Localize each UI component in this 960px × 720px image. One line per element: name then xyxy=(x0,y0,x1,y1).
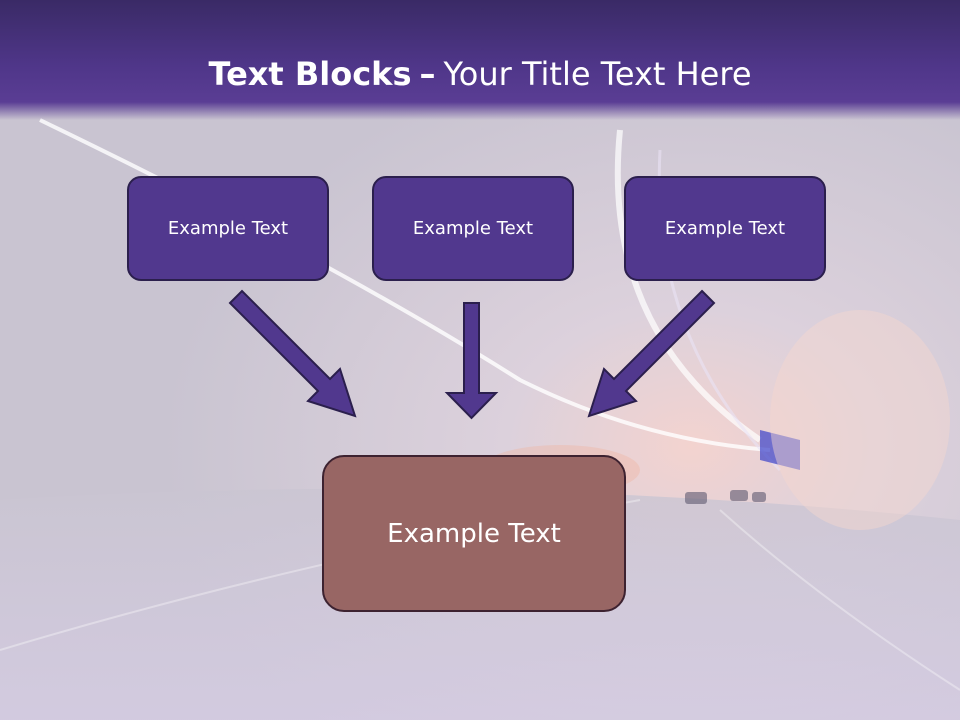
arrow-left-down-right xyxy=(228,289,357,418)
top-block-3: Example Text xyxy=(624,176,826,281)
arrow-center-down xyxy=(444,302,499,420)
title-separator: – xyxy=(419,55,436,93)
bottom-block: Example Text xyxy=(322,455,626,612)
slide-title: Text Blocks–Your Title Text Here xyxy=(0,52,960,96)
title-bold-part: Text Blocks xyxy=(208,55,412,93)
title-bar xyxy=(0,0,960,120)
title-rest-part: Your Title Text Here xyxy=(443,55,752,93)
arrow-right-down-left xyxy=(587,289,716,418)
top-block-1: Example Text xyxy=(127,176,329,281)
top-block-2: Example Text xyxy=(372,176,574,281)
